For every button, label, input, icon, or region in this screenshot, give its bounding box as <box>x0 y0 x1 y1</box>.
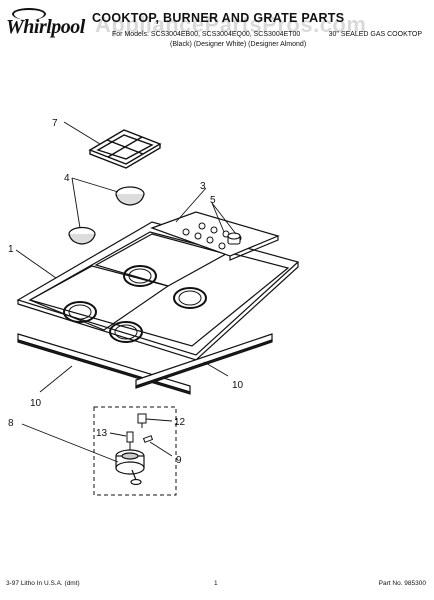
color-variants: (Black) (Designer White) (Designer Almon… <box>170 41 307 48</box>
control-knob <box>227 232 241 245</box>
knob-hole <box>182 228 190 236</box>
callout-labels: 7 4 3 5 1 10 10 8 13 12 9 <box>8 118 244 466</box>
callout-3: 3 <box>200 181 206 192</box>
igniter-parts <box>126 413 154 450</box>
control-panel-edge <box>229 236 279 261</box>
callout-9: 9 <box>176 455 182 466</box>
callout-10-right: 10 <box>232 380 244 391</box>
callout-10-left: 10 <box>30 398 42 409</box>
callout-1: 1 <box>8 244 14 255</box>
footer-print-info: 3-97 Litho In U.S.A. (dmt) <box>6 580 80 587</box>
callout-13: 13 <box>96 428 108 439</box>
leader-lines <box>15 121 237 463</box>
callout-12: 12 <box>174 417 186 428</box>
burner-opening <box>63 301 97 323</box>
burner-grate <box>88 129 162 169</box>
knob-hole <box>194 232 202 240</box>
knob-hole <box>206 236 214 244</box>
product-line: 30" SEALED GAS COOKTOP <box>328 31 422 38</box>
burner-opening <box>173 287 207 309</box>
burner-caps <box>68 186 145 245</box>
knob-hole <box>210 226 218 234</box>
burner-opening <box>109 321 143 343</box>
callout-5: 7 <box>52 118 58 129</box>
callout-4: 4 <box>64 173 70 184</box>
page-title: COOKTOP, BURNER AND GRATE PARTS <box>92 11 345 25</box>
igniter-assembly <box>93 406 177 496</box>
knob-hole <box>198 222 206 230</box>
callout-8: 8 <box>8 418 14 429</box>
logo-swoosh <box>12 8 46 20</box>
knob-hole <box>218 242 226 250</box>
callout-7: 5 <box>210 195 216 206</box>
trim-strips <box>17 333 273 395</box>
cooktop-assembly <box>16 211 300 361</box>
burner-openings <box>63 265 207 343</box>
burner-base <box>115 449 145 486</box>
watermark: AppliancePartsPros.com <box>95 12 367 37</box>
igniter-clip <box>137 413 147 424</box>
page-number: 1 <box>214 580 218 587</box>
igniter-electrode <box>126 431 134 443</box>
assembly-box <box>93 406 177 496</box>
cooktop-inner-panel <box>28 231 290 347</box>
igniter-screw <box>142 435 154 443</box>
whirlpool-logo: Whirlpool <box>6 8 90 38</box>
model-numbers: For Models: SCS3004EB00, SCS3004EQ00, SC… <box>112 31 301 38</box>
burner-opening <box>123 265 157 287</box>
part-number: Part No. 985300 <box>378 580 426 587</box>
brand-name: Whirlpool <box>6 16 85 38</box>
